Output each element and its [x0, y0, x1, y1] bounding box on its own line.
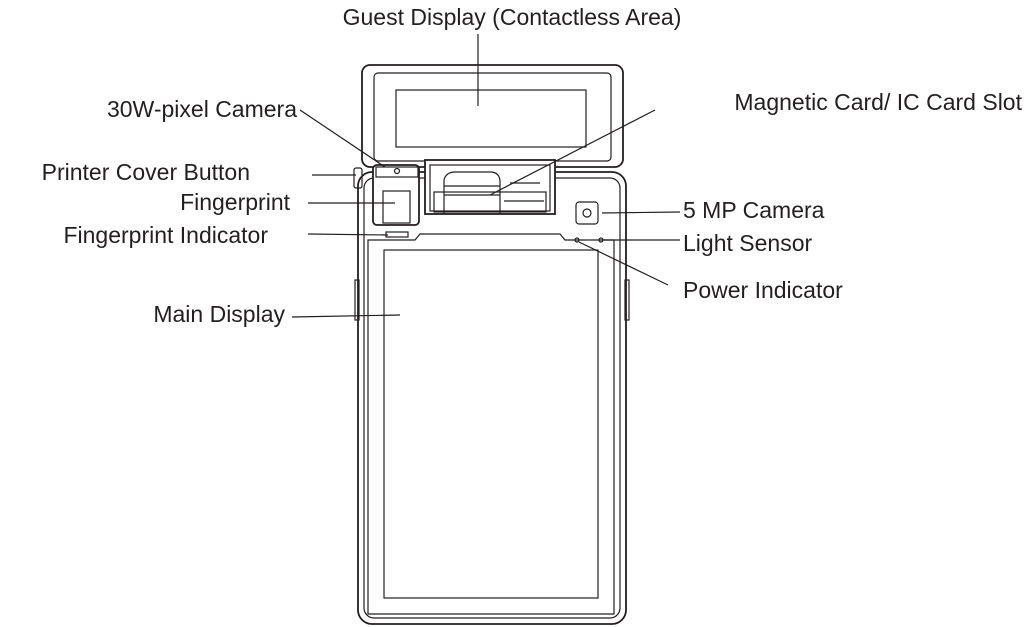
label-light-sensor: Light Sensor	[683, 230, 812, 256]
leader-lines	[291, 34, 681, 318]
device-body	[354, 171, 630, 625]
camera-5mp-lens	[582, 208, 592, 218]
printer-cover-button	[353, 167, 363, 189]
card-slot-area	[424, 159, 556, 215]
label-printer-cover-button: Printer Cover Button	[42, 159, 250, 185]
label-main-display: Main Display	[153, 301, 285, 327]
camera-30w-lens	[393, 167, 401, 175]
guest-display-screen	[395, 89, 587, 148]
label-5mp-camera: 5 MP Camera	[683, 197, 825, 223]
label-30w-camera: 30W-pixel Camera	[107, 96, 297, 122]
label-guest-display: Guest Display (Contactless Area)	[343, 4, 682, 30]
label-fingerprint-indicator: Fingerprint Indicator	[63, 222, 268, 248]
main-display-screen	[383, 249, 599, 599]
guest-display-housing	[361, 64, 624, 168]
label-fingerprint: Fingerprint	[180, 189, 291, 215]
fingerprint-sensor	[382, 190, 411, 224]
label-card-slot: Magnetic Card/ IC Card Slot	[734, 89, 1022, 115]
camera-5mp-housing	[575, 201, 599, 225]
light-sensor	[598, 237, 604, 243]
fingerprint-module	[353, 164, 420, 238]
label-power-indicator: Power Indicator	[683, 277, 843, 303]
power-indicator-led	[574, 237, 580, 243]
